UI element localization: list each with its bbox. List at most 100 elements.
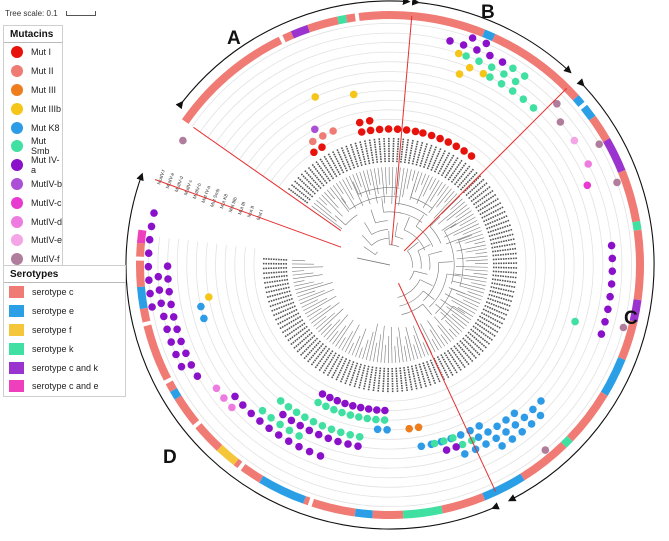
mutacin-dot xyxy=(163,325,171,334)
clade-arc-b xyxy=(411,0,572,74)
mutacins-swatch xyxy=(11,46,23,59)
tree-branch xyxy=(457,307,474,318)
tip-label-mark xyxy=(492,274,518,279)
tree-branch xyxy=(413,344,419,360)
tree-branch xyxy=(413,334,422,358)
mutacin-dot xyxy=(157,299,165,308)
tip-label-mark xyxy=(403,366,409,392)
mutacin-dot xyxy=(295,442,303,451)
mutacin-dot xyxy=(319,132,327,140)
tree-branch xyxy=(441,210,472,231)
mutacin-dot xyxy=(537,397,545,405)
mutacin-dot xyxy=(318,422,327,430)
mutacin-dot xyxy=(511,77,520,86)
mutacin-dot xyxy=(584,160,592,168)
tree-branch xyxy=(456,255,488,260)
mutacin-dot xyxy=(467,152,476,160)
tip-label-mark xyxy=(490,286,516,293)
tree-internal-branch xyxy=(458,234,472,241)
mutacin-dot xyxy=(468,34,477,42)
mutacin-dot xyxy=(265,424,273,433)
tip-label-mark xyxy=(410,365,418,391)
mutacin-dot xyxy=(509,64,517,73)
tip-label-mark xyxy=(339,359,351,384)
tree-branch xyxy=(366,169,371,186)
clade-label-a: A xyxy=(227,28,241,49)
mutacin-dot xyxy=(366,126,375,135)
mutacin-dot xyxy=(519,95,528,103)
mutacin-dot xyxy=(160,312,168,321)
mutacins-swatch xyxy=(11,177,23,190)
mutacin-dot xyxy=(380,416,389,424)
mutacin-dot xyxy=(311,125,319,134)
mutacin-dot xyxy=(442,446,451,454)
mutacin-dot xyxy=(452,142,461,151)
tip-label-mark xyxy=(453,164,471,186)
tree-internal-branch xyxy=(403,216,410,231)
mutacin-dot xyxy=(355,413,363,421)
mutacins-swatch xyxy=(11,253,23,266)
tree-branch xyxy=(431,338,439,351)
mutacin-dot xyxy=(301,413,309,422)
mutacin-dot xyxy=(486,51,494,60)
mutacin-dot xyxy=(454,49,463,58)
mutacin-dot xyxy=(541,446,550,454)
mutacin-dot xyxy=(460,147,468,155)
tree-branch xyxy=(455,266,488,268)
mutacin-dot xyxy=(452,443,461,451)
tree-branch xyxy=(373,342,377,362)
tree-internal-arc xyxy=(423,262,440,301)
mutacin-dot xyxy=(276,420,284,429)
tip-label-mark xyxy=(423,143,433,168)
tip-label-mark xyxy=(270,301,295,313)
tree-branch xyxy=(465,248,487,253)
mutacin-dot xyxy=(146,289,154,298)
mutacin-dot xyxy=(373,425,382,434)
clade-label-b: B xyxy=(481,2,495,23)
tree-branch xyxy=(446,204,468,221)
tree-branch xyxy=(396,336,400,363)
mutacin-dot xyxy=(607,241,616,250)
ring-header-label: Mut K8 xyxy=(219,193,230,210)
mutacin-dot xyxy=(355,433,364,441)
mutacin-dot xyxy=(182,349,190,358)
serotype-segment xyxy=(572,95,596,121)
mutacin-dot xyxy=(536,411,545,420)
tree-branch xyxy=(338,337,346,349)
mutacin-dot xyxy=(375,125,384,134)
tip-label-mark xyxy=(430,147,442,171)
tip-label-mark xyxy=(348,362,359,387)
mutacins-legend-label: MutIV-e xyxy=(31,235,63,246)
tree-branch xyxy=(412,325,426,357)
mutacin-dot xyxy=(305,426,314,435)
mutacin-dot xyxy=(355,118,364,127)
mutacins-legend-label: MutIV-c xyxy=(31,197,62,208)
mutacin-dot xyxy=(414,423,423,432)
tree-internal-arc xyxy=(371,237,389,246)
serotype-segment xyxy=(629,299,642,323)
mutacins-legend-item: Mut II xyxy=(4,62,62,81)
tree-internal-branch xyxy=(352,181,359,195)
tip-label-mark xyxy=(433,149,447,173)
mutacin-dot xyxy=(346,411,355,419)
mutacin-dot xyxy=(527,420,536,428)
mutacin-dot xyxy=(205,293,213,301)
tree-internal-branch xyxy=(413,270,428,275)
ring-header-label: Mut IV-a xyxy=(201,185,213,204)
serotypes-legend-item: serotype c and k xyxy=(4,358,125,377)
ring-header-label: Mut IIIb xyxy=(228,196,239,213)
serotype-gap xyxy=(135,256,146,261)
mutacins-legend-label: MutIV-f xyxy=(31,254,60,265)
tip-label-mark xyxy=(440,153,455,177)
mutacin-dot xyxy=(311,93,320,101)
tree-branch xyxy=(416,175,430,204)
serotype-segment xyxy=(337,14,348,25)
mutacin-dot xyxy=(511,421,520,429)
tip-label-mark xyxy=(485,301,510,312)
clade-arc-c xyxy=(507,78,655,502)
mutacin-dot xyxy=(520,413,529,422)
mutacin-dot xyxy=(284,437,293,446)
mutacin-dot xyxy=(163,262,172,271)
mutacin-dot xyxy=(276,397,285,405)
